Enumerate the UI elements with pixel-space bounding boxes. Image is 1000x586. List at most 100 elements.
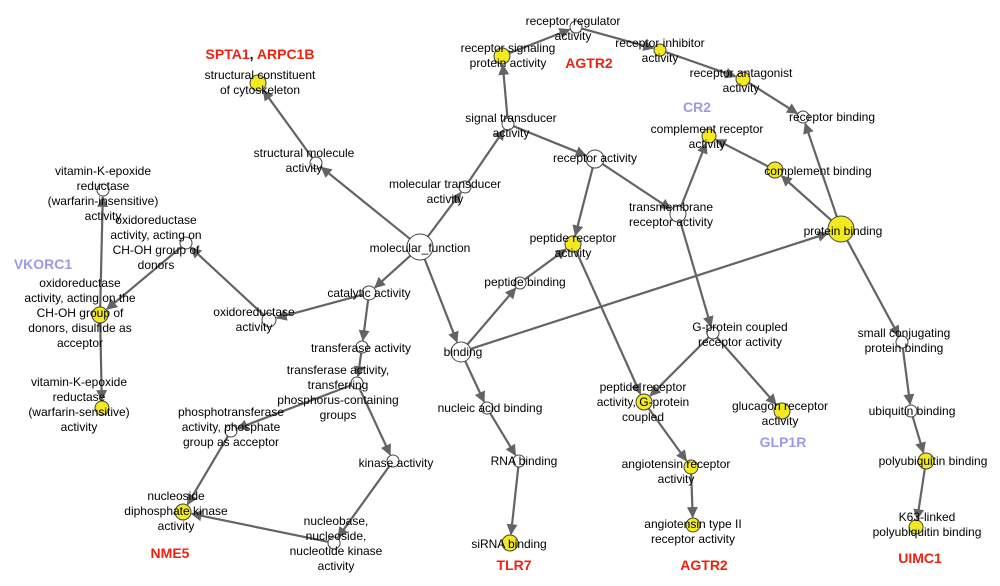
node-k63_polyubiquitin[interactable]: [908, 519, 924, 535]
label-line: groups: [320, 408, 357, 422]
node-nucleoside_diphosphate_kinase[interactable]: [174, 503, 192, 521]
node-nucleic_acid_binding[interactable]: [480, 401, 494, 415]
label-line: vitamin-K-epoxide: [31, 375, 127, 389]
node-ubiquitin_binding[interactable]: [904, 404, 918, 418]
node-oxidoreductase_disulfide[interactable]: [91, 306, 109, 324]
node-angiotensin_type2[interactable]: [685, 517, 701, 533]
label-sirna_binding: siRNA binding: [471, 537, 546, 551]
edge-molecular_function-to-binding: [423, 258, 459, 343]
node-transmembrane_receptor[interactable]: [669, 205, 687, 223]
node-molecular_function[interactable]: [406, 233, 434, 261]
node-transferase_activity[interactable]: [355, 340, 369, 354]
node-receptor_signaling[interactable]: [493, 47, 511, 65]
node-angiotensin_receptor[interactable]: [683, 459, 699, 475]
node-complement_binding[interactable]: [766, 161, 784, 179]
label-line: peptide receptor: [530, 231, 617, 245]
node-polyubiquitin_binding[interactable]: [917, 452, 935, 470]
label-line: activity: [555, 246, 592, 260]
edge-complement_binding-to-complement_receptor: [715, 138, 769, 168]
edge-receptor_regulator-to-receptor_inhibitor: [581, 27, 655, 51]
node-receptor_antagonist[interactable]: [735, 71, 751, 87]
gene-label-part: CR2: [683, 99, 711, 115]
node-signal_transducer[interactable]: [501, 117, 515, 131]
label-ubiquitin_binding: ubiquitin binding: [869, 404, 956, 418]
edge-transmembrane_receptor-to-gpcr_activity: [679, 221, 714, 328]
label-kinase_activity: kinase activity: [359, 456, 434, 470]
label-nucleic_acid_binding: nucleic acid binding: [438, 401, 543, 415]
gene-label-cr2: CR2: [683, 99, 711, 115]
node-complement_receptor[interactable]: [701, 128, 717, 144]
edge-transmembrane_receptor-to-complement_receptor: [679, 142, 708, 208]
node-vkor_insensitive[interactable]: [96, 183, 110, 197]
node-receptor_regulator[interactable]: [569, 20, 583, 34]
node-vkor_sensitive[interactable]: [94, 400, 110, 416]
edge-peptide_receptor-to-peptide_receptor_gprotein: [575, 250, 642, 395]
edge-gpcr_activity-to-peptide_receptor_gprotein: [649, 336, 710, 397]
node-small_conjugating[interactable]: [895, 335, 909, 349]
node-binding[interactable]: [450, 341, 472, 363]
label-line: complement receptor: [651, 122, 764, 136]
label-binding: binding: [444, 345, 483, 359]
node-receptor_inhibitor[interactable]: [653, 43, 667, 57]
label-line: angiotensin receptor: [622, 457, 731, 471]
label-line: receptor regulator: [526, 14, 621, 28]
label-line: receptor activity: [698, 335, 782, 349]
node-peptide_receptor_gprotein[interactable]: [635, 393, 653, 411]
label-protein_binding: protein binding: [804, 224, 883, 238]
node-molecular_transducer[interactable]: [458, 180, 472, 194]
edge-oxidoreductase_disulfide-to-vkor_insensitive: [97, 195, 109, 308]
node-phosphotransferase[interactable]: [224, 424, 238, 438]
label-line: receptor antagonist: [690, 66, 793, 80]
label-line: molecular transducer: [389, 177, 501, 191]
label-line: activity, phosphate: [182, 420, 281, 434]
gene-label-layer: SPTA1, ARPC1BAGTR2CR2VKORC1GLP1RNME5TLR7…: [14, 46, 942, 573]
node-receptor_binding[interactable]: [796, 110, 810, 124]
label-line: structural molecule: [254, 146, 355, 160]
node-oxidoreductase_activity[interactable]: [261, 312, 277, 328]
edge-phosphotransferase-to-nucleoside_diphosphate_kinase: [186, 435, 229, 506]
node-protein_binding[interactable]: [827, 215, 855, 243]
label-line: activity: [689, 137, 726, 151]
node-nucleobase_kinase[interactable]: [327, 536, 341, 550]
node-glucagon_receptor[interactable]: [773, 402, 791, 420]
gene-label-part: VKORC1: [14, 256, 73, 272]
node-peptide_receptor[interactable]: [564, 235, 582, 253]
node-peptide_binding[interactable]: [513, 276, 527, 290]
edge-transferase_activity-to-transferase_phosphorus: [353, 352, 365, 378]
label-line: activity: [658, 472, 695, 486]
node-sirna_binding[interactable]: [501, 534, 519, 552]
node-structural_constituent[interactable]: [249, 74, 267, 92]
label-line: transferase activity,: [287, 363, 389, 377]
node-gpcr_activity[interactable]: [706, 326, 720, 340]
node-transferase_phosphorus[interactable]: [350, 376, 364, 390]
edge-molecular_function-to-structural_molecule: [320, 166, 411, 240]
edge-catalytic_activity-to-oxidoreductase_activity: [275, 293, 363, 321]
gene-label-tlr7: TLR7: [497, 557, 532, 573]
node-structural_molecule[interactable]: [309, 156, 323, 170]
label-line: transferring: [308, 378, 369, 392]
node-catalytic_activity[interactable]: [361, 285, 377, 301]
node-oxidoreductase_ch_oh[interactable]: [179, 236, 193, 250]
label-line: activity: [555, 29, 592, 43]
label-peptide_binding: peptide binding: [484, 275, 565, 289]
node-rna_binding[interactable]: [512, 454, 526, 468]
label-line: oxidoreductase: [213, 305, 295, 319]
label-line: small conjugating: [858, 326, 951, 340]
edge-molecular_function-to-catalytic_activity: [374, 254, 412, 289]
node-kinase_activity[interactable]: [386, 454, 400, 468]
node-receptor_activity[interactable]: [585, 149, 605, 169]
label-line: ubiquitin binding: [869, 404, 956, 418]
label-line: coupled: [622, 410, 664, 424]
